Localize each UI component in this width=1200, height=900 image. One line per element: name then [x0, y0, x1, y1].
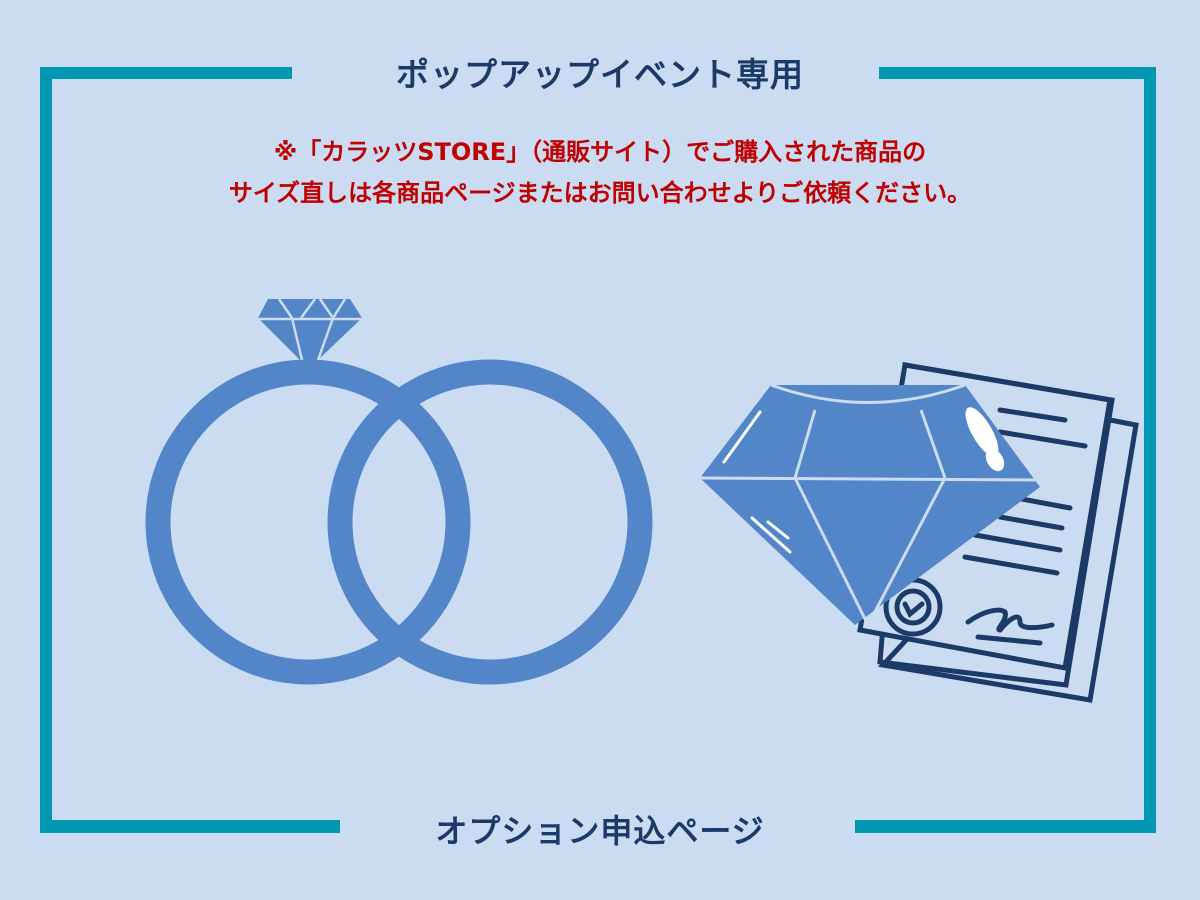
- frame-top-right: [879, 67, 1156, 79]
- frame-bottom-right: [855, 820, 1156, 833]
- notice-line-2: サイズ直しは各商品ページまたはお問い合わせよりご依頼ください。: [228, 179, 972, 207]
- footer-title: オプション申込ページ: [435, 812, 765, 850]
- notice-line-1: ※「カラッツSTORE」（通販サイト）でご購入された商品の: [273, 138, 927, 166]
- frame-left: [40, 67, 52, 833]
- diamond-icon: [699, 383, 1041, 626]
- page-title: ポップアップイベント専用: [396, 55, 804, 94]
- rings-icon: [145, 298, 653, 685]
- notice-text: ※「カラッツSTORE」（通販サイト）でご購入された商品の サイズ直しは各商品ペ…: [0, 132, 1200, 214]
- frame-bottom-left: [40, 820, 340, 833]
- frame-right: [1144, 67, 1156, 833]
- frame-top-left: [40, 67, 292, 79]
- ring-gem-icon: [258, 298, 362, 361]
